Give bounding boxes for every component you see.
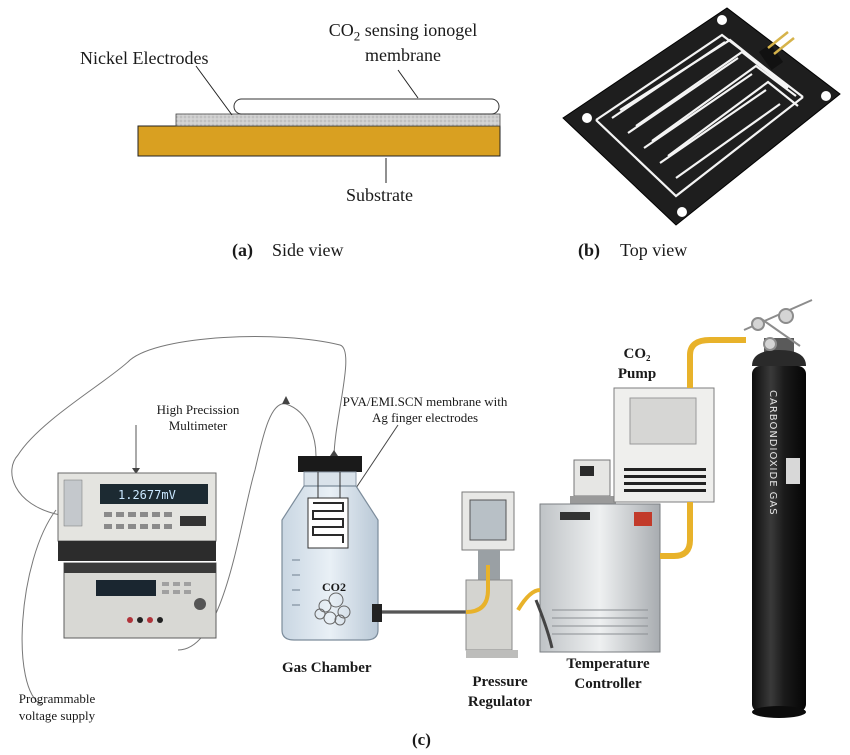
membrane-word: membrane <box>365 44 441 65</box>
panel-b-top-view <box>562 7 841 226</box>
supply-label-line1: Programmable <box>18 691 96 706</box>
caption-a-letter: (a) <box>232 240 253 260</box>
sensor-board <box>562 7 841 226</box>
co2-gas-cylinder: CARBONDIOXIDE GAS <box>743 299 813 718</box>
pressure-label-line1: Pressure <box>472 674 528 690</box>
multimeter-label-line1: High Precission <box>156 402 240 417</box>
multimeter-reading: 1.2677mV <box>118 488 176 502</box>
wire-meter-loop-left <box>11 336 347 516</box>
nickel-electrodes-label: Nickel Electrodes <box>80 48 209 68</box>
membrane-co-text: CO <box>328 20 354 40</box>
pump-tube-up <box>687 337 746 388</box>
cylinder-lettering: CARBONDIOXIDE GAS <box>767 390 778 516</box>
voltage-supply <box>63 562 217 639</box>
supply-label-line2: voltage supply <box>18 708 96 723</box>
interdigitated-electrodes <box>595 33 804 198</box>
membrane-co-subscript: 2 <box>353 28 361 44</box>
multimeter-label-line2: Multimeter <box>168 418 228 433</box>
ionogel-membrane-layer <box>233 98 500 115</box>
pressure-regulator <box>461 491 518 658</box>
substrate-layer <box>137 125 501 157</box>
mounting-hole <box>717 15 727 25</box>
mounting-hole <box>677 207 687 217</box>
co2-pump <box>613 337 746 559</box>
temperature-controller <box>516 459 661 653</box>
controller-hose <box>534 599 554 649</box>
multimeter-display <box>100 484 208 504</box>
membrane-sensing-text: sensing ionogel <box>360 20 478 40</box>
regulator-tube <box>465 565 490 614</box>
caption-c-letter: (c) <box>412 730 431 749</box>
pressure-label-line2: Regulator <box>467 694 533 710</box>
voltage-supply-label: Programmable voltage supply <box>2 690 112 724</box>
co2-chamber-label: CO2 <box>322 580 346 594</box>
wire-supply-to-meter <box>21 509 57 706</box>
caption-b-letter: (b) <box>578 240 600 260</box>
membrane-electrode-line1: PVA/EMI.SCN membrane with <box>342 394 508 409</box>
nickel-electrode-layer <box>175 113 501 127</box>
co2-bubbles <box>314 592 351 626</box>
nickel-electrodes-leader <box>195 65 233 116</box>
membrane-leader <box>397 69 419 99</box>
multimeter: 1.2677mV <box>57 472 217 561</box>
co2-pump-label: CO₂ Pump <box>602 344 672 384</box>
temperature-label-line1: Temperature <box>566 656 650 672</box>
gas-chamber-label: Gas Chamber <box>282 660 372 676</box>
pressure-regulator-label: Pressure Regulator <box>452 672 548 712</box>
gas-chamber <box>281 456 466 641</box>
membrane-electrode-label: PVA/EMI.SCN membrane with Ag finger elec… <box>330 394 520 426</box>
header-pins <box>758 31 795 71</box>
pump-tube-down <box>660 502 693 559</box>
caption-b-text: Top view <box>620 240 688 260</box>
pump-label-line1: CO₂ <box>623 346 651 362</box>
wire-meter-to-chamber <box>177 403 317 651</box>
caption-a-text: Side view <box>272 240 344 260</box>
panel-a-side-view <box>137 65 501 183</box>
pump-label-line2: Pump <box>617 366 657 382</box>
substrate-label: Substrate <box>346 185 413 205</box>
mounting-hole <box>582 113 592 123</box>
membrane-label-leader <box>349 424 399 498</box>
ionogel-membrane-label: CO2 sensing ionogel membrane <box>298 20 508 66</box>
ag-finger-electrode-sensor <box>307 497 349 549</box>
panel-c-setup: 1.2677mV <box>11 299 813 718</box>
temperature-label-line2: Controller <box>574 676 642 692</box>
cylinder-valve <box>743 299 813 351</box>
supply-display <box>96 580 156 596</box>
multimeter-label: High Precission Multimeter <box>128 402 268 434</box>
temperature-controller-label: Temperature Controller <box>548 654 668 694</box>
membrane-electrode-line2: Ag finger electrodes <box>371 410 479 425</box>
mounting-hole <box>821 91 831 101</box>
